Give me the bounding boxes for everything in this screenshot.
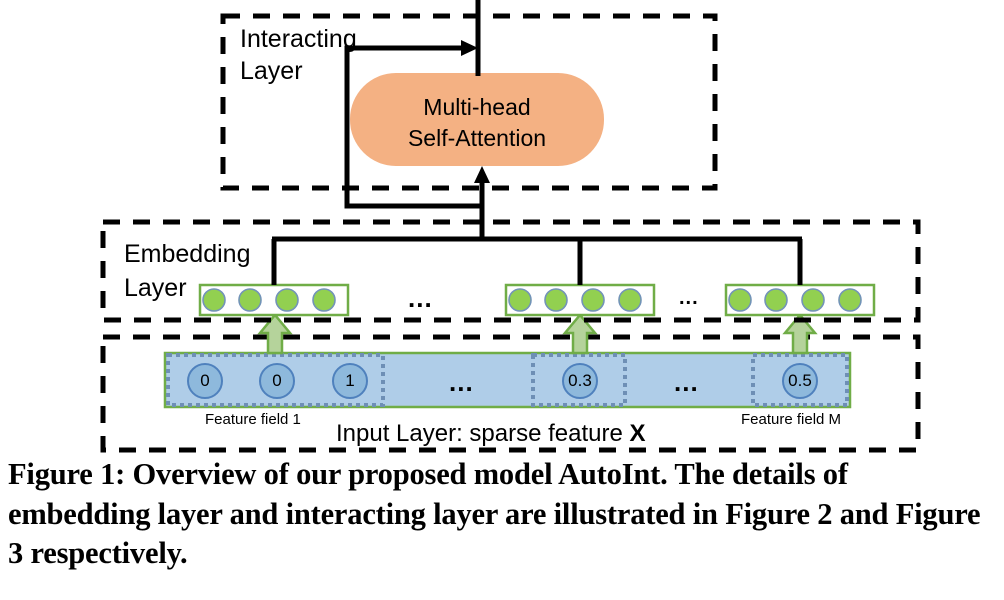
embedding-layer-label-line2: Layer [124, 274, 187, 302]
interacting-layer-label-line2: Layer [240, 57, 303, 85]
embedding-vector-m [724, 283, 876, 317]
input-cell-value: 1 [345, 371, 355, 390]
attention-input-arrow [474, 166, 490, 196]
input-cell-value: 0 [200, 371, 210, 390]
multi-head-self-attention-block [350, 73, 604, 166]
input-cell-value: 0 [272, 371, 282, 390]
attention-block-label-line1: Multi-head [423, 94, 531, 120]
embedding-to-interacting-bus [271, 184, 803, 285]
feature-field-m-label: Feature field M [741, 411, 842, 428]
embedding-vector-2 [504, 283, 656, 317]
feature-field-2-cell [531, 353, 627, 407]
input-layer-title: Input Layer: sparse feature X [336, 420, 646, 448]
architecture-diagram [100, 0, 921, 453]
input-layer-title-text: Input Layer: sparse feature [336, 420, 630, 447]
embedding-ellipsis-1: ... [408, 283, 433, 313]
embedding-layer-label-line1: Embedding [124, 240, 251, 268]
green-arrow-1 [257, 313, 293, 355]
input-value-circle [259, 363, 295, 399]
embedding-vector-1 [198, 283, 350, 317]
input-ellipsis-2: ... [674, 367, 699, 397]
input-value-circle [187, 363, 223, 399]
input-ellipsis-1: ... [449, 367, 474, 397]
green-arrow-2 [562, 313, 598, 355]
figure-caption: Figure 1: Overview of our proposed model… [8, 457, 981, 571]
input-value-circle [332, 363, 368, 399]
embedding-ellipsis-2: ... [679, 287, 699, 309]
input-value-circle [562, 363, 598, 399]
interacting-layer-boundary [220, 13, 718, 191]
input-cell-value: 0.5 [788, 371, 812, 390]
green-arrow-3 [782, 313, 818, 355]
attention-block-label-line2: Self-Attention [407, 125, 547, 151]
input-cell-value: 0.3 [568, 371, 592, 390]
feature-field-1-label: Feature field 1 [205, 411, 301, 428]
interacting-layer-label-line1: Interacting [240, 25, 357, 53]
input-layer-boundary [100, 334, 921, 453]
input-layer-title-symbol: X [629, 420, 646, 447]
residual-connection [344, 40, 482, 209]
feature-field-1-cell [166, 353, 385, 407]
input-value-circle [782, 363, 818, 399]
embedding-layer-boundary [100, 219, 921, 323]
